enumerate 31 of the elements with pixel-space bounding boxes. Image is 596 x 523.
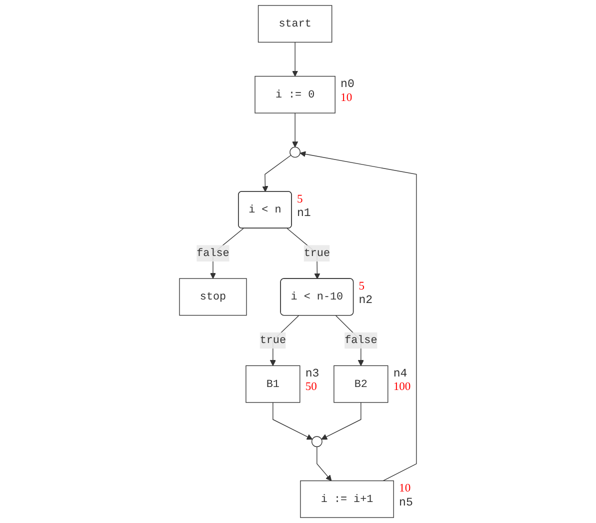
node-name: n2 [358,294,373,308]
node-name: n5 [399,496,413,510]
arrow [300,151,417,482]
cost-number: 100 [393,380,411,394]
node-box: B2 [334,365,388,403]
node-circle [312,436,322,448]
node-circle [290,146,301,158]
arrow [292,112,298,148]
arrow [292,42,298,77]
arrow [262,154,292,192]
cost-number: 10 [340,90,352,104]
node-box: B1 [246,365,300,403]
cost-number: 50 [305,380,317,394]
node-box: stop [179,278,247,316]
node-name: n4 [393,368,408,381]
cost-number: 10 [399,482,411,495]
node-box: start [258,5,332,43]
arrow [272,402,313,440]
edge-label: false [196,247,230,260]
arrow [321,402,362,440]
node-name: n0 [340,78,354,92]
edge-label: true [260,334,286,347]
node-box: i := i+1 [300,480,394,518]
node-name: n3 [305,368,320,381]
edge-label: true [304,247,330,260]
cost-number: 5 [358,279,365,292]
node-box: i := 0 [254,76,336,114]
edge-label: false [344,334,378,347]
node-name: n1 [297,206,311,220]
cost-number: 5 [297,192,303,206]
arrow [316,446,332,482]
